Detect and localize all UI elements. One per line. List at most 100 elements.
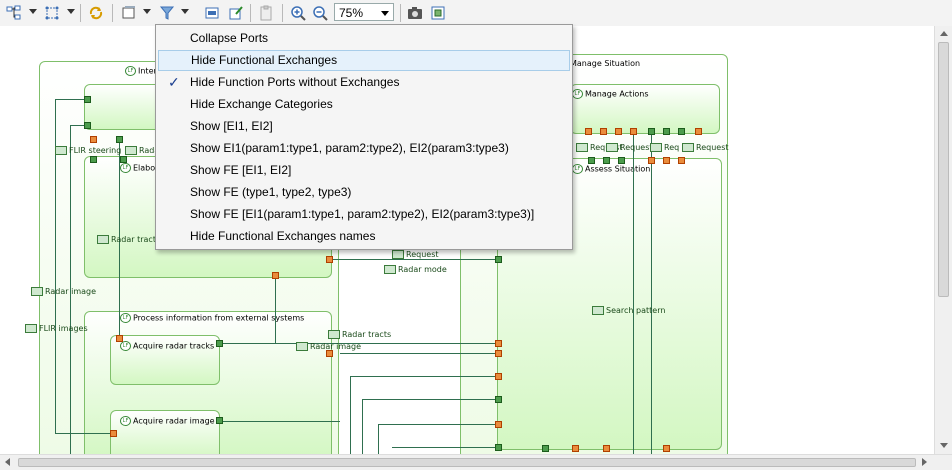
exchange-line [70, 125, 71, 454]
output-port[interactable] [495, 350, 502, 357]
output-port[interactable] [603, 445, 610, 452]
output-port[interactable] [272, 272, 279, 279]
horizontal-scroll-thumb[interactable] [18, 458, 916, 467]
exchange-request[interactable]: Request [392, 250, 439, 259]
input-port[interactable] [678, 128, 685, 135]
menu-item-hide-exchange-categories[interactable]: Hide Exchange Categories [190, 97, 333, 111]
output-port[interactable] [663, 157, 670, 164]
output-port[interactable] [630, 128, 637, 135]
exchange-flir-images[interactable]: FLIR images [25, 324, 88, 333]
scroll-down-arrow[interactable] [940, 443, 948, 448]
output-port[interactable] [495, 421, 502, 428]
exchange-icon [392, 250, 404, 259]
input-port[interactable] [603, 157, 610, 164]
camera-icon[interactable] [405, 3, 425, 23]
arrange-dropdown[interactable] [67, 9, 75, 14]
exchange-icon [384, 265, 396, 274]
exchange-request-b[interactable]: Request [606, 143, 653, 152]
exchange-radar-image[interactable]: Radar image [31, 287, 96, 296]
zoom-dropdown-arrow[interactable] [381, 11, 389, 16]
output-port[interactable] [326, 350, 333, 357]
output-port[interactable] [572, 445, 579, 452]
output-port[interactable] [600, 128, 607, 135]
scroll-right-arrow[interactable] [922, 458, 927, 466]
exchange-radar-tracts-2[interactable]: Radar tracts [328, 330, 391, 339]
input-port[interactable] [588, 157, 595, 164]
exchange-radar-mode[interactable]: Radar mode [384, 265, 447, 274]
scroll-up-arrow[interactable] [940, 31, 948, 36]
paste-icon[interactable] [256, 3, 276, 23]
menu-item-show-fe-types[interactable]: Show FE (type1, type2, type3) [190, 185, 352, 199]
exchange-flir-steering[interactable]: FLIR steering [55, 146, 121, 155]
output-port[interactable] [648, 157, 655, 164]
output-port[interactable] [695, 128, 702, 135]
output-port[interactable] [116, 335, 123, 342]
input-port[interactable] [90, 156, 97, 163]
menu-item-hide-functional-exchanges[interactable]: Hide Functional Exchanges [158, 50, 570, 71]
vertical-scroll-thumb[interactable] [938, 42, 949, 297]
horizontal-scrollbar[interactable] [0, 454, 952, 470]
input-port[interactable] [542, 445, 549, 452]
scroll-left-arrow[interactable] [5, 458, 10, 466]
snap-icon[interactable] [428, 3, 448, 23]
function-box[interactable] [84, 84, 164, 130]
input-port[interactable] [84, 96, 91, 103]
exchange-icon [328, 330, 340, 339]
exchange-req[interactable]: Req [650, 143, 679, 152]
menu-item-hide-function-ports[interactable]: ✓Hide Function Ports without Exchanges [158, 72, 570, 93]
menu-item-show-fe-ei-params[interactable]: Show FE [EI1(param1:type1, param2:type2)… [190, 207, 535, 221]
input-port[interactable] [216, 417, 223, 424]
select-icon[interactable] [119, 3, 139, 23]
output-port[interactable] [326, 256, 333, 263]
output-port[interactable] [90, 136, 97, 143]
edit-icon[interactable] [226, 3, 246, 23]
input-port[interactable] [495, 396, 502, 403]
input-port[interactable] [495, 444, 502, 451]
menu-item-show-ei-params[interactable]: Show EI1(param1:type1, param2:type2), EI… [190, 141, 509, 155]
zoom-in-icon[interactable] [288, 3, 308, 23]
input-port[interactable] [84, 122, 91, 129]
select-dropdown[interactable] [143, 9, 151, 14]
output-port[interactable] [495, 373, 502, 380]
input-port[interactable] [116, 136, 123, 143]
exchange-search-pattern[interactable]: Search pattern [592, 306, 665, 315]
toolbar-separator [400, 4, 401, 22]
filter-icon[interactable] [157, 3, 177, 23]
menu-item-collapse-ports[interactable]: Collapse Ports [190, 31, 269, 45]
input-port[interactable] [663, 128, 670, 135]
layout-icon[interactable] [4, 3, 24, 23]
exchange-rada[interactable]: Rada [125, 146, 159, 155]
menu-item-show-ei[interactable]: Show [EI1, EI2] [190, 119, 273, 133]
input-port[interactable] [120, 156, 127, 163]
grid-icon[interactable] [202, 3, 222, 23]
arrange-icon[interactable] [42, 3, 62, 23]
layout-dropdown[interactable] [29, 9, 37, 14]
zoom-out-icon[interactable] [310, 3, 330, 23]
output-port[interactable] [663, 445, 670, 452]
output-port[interactable] [585, 128, 592, 135]
exchange-request-right[interactable]: Request [682, 143, 729, 152]
output-port[interactable] [615, 128, 622, 135]
vertical-scrollbar[interactable] [934, 26, 952, 454]
input-port[interactable] [618, 157, 625, 164]
function-acquire-tracks[interactable] [110, 335, 220, 385]
exchange-line [392, 447, 500, 448]
filter-dropdown[interactable] [181, 9, 189, 14]
refresh-icon[interactable] [86, 3, 106, 23]
exchange-radar-image-2[interactable]: Radar image [296, 342, 361, 351]
output-port[interactable] [110, 430, 117, 437]
input-port[interactable] [216, 340, 223, 347]
zoom-combo[interactable]: 75% [334, 3, 394, 21]
exchange-line [119, 143, 120, 339]
input-port[interactable] [648, 128, 655, 135]
function-manage-actions[interactable] [570, 84, 720, 134]
exchange-radar-tracts[interactable]: Radar tracts [97, 235, 160, 244]
menu-item-show-fe-ei[interactable]: Show FE [EI1, EI2] [190, 163, 292, 177]
toolbar-separator [282, 4, 283, 22]
output-port[interactable] [678, 157, 685, 164]
input-port[interactable] [495, 256, 502, 263]
output-port[interactable] [495, 340, 502, 347]
menu-item-hide-fe-names[interactable]: Hide Functional Exchanges names [190, 229, 376, 243]
